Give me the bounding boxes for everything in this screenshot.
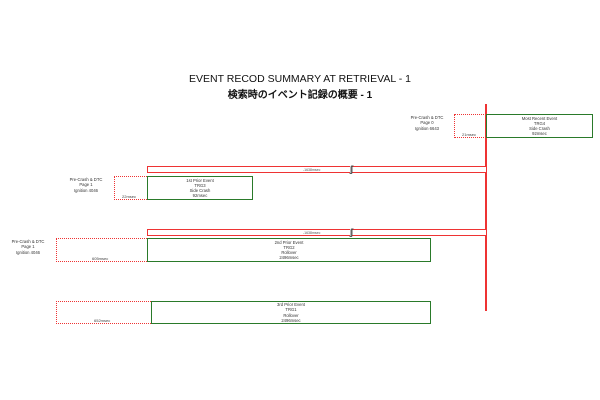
side-label-line: Ignition 6643 [415, 125, 439, 131]
side-label-line: Pre-Crash & DTC [69, 177, 103, 182]
page-title: EVENT RECOD SUMMARY AT RETRIEVAL - 1 [189, 73, 411, 85]
event-duration: 2496msec [281, 317, 301, 323]
event-3-precrash-box [56, 301, 151, 324]
event-trigger: TRG3 [194, 182, 206, 188]
side-label-line: Ignition 4046 [74, 187, 98, 193]
event-0-precrash-box [454, 114, 486, 138]
event-type: Side Crash [529, 126, 550, 131]
side-label-line: Pre-Crash & DTC [410, 115, 444, 120]
event-trigger: TRG4 [533, 120, 546, 126]
event-2-box: 2nd Prior Event TRG2 Rollover 2496msec [147, 238, 431, 262]
side-label-line: Page 0 [420, 120, 434, 126]
event-title: 3rd Prior Event [277, 302, 305, 308]
side-label-line: Ignition 4046 [16, 249, 40, 255]
event-0-pre-duration: 21msec [462, 132, 477, 137]
event-type: Side Crash [189, 188, 211, 193]
event-0-box: Most Recent Event TRG4 Side Crash 92msec [486, 114, 593, 138]
event-trigger: TRG1 [285, 307, 297, 313]
side-label-line: Page 1 [21, 244, 35, 250]
event-duration: 92msec [532, 131, 547, 137]
timeline-break-icon: ʃʃ [350, 164, 353, 174]
event-type: Rollover [283, 312, 299, 318]
event-1-side-label: Pre-Crash & DTC Page 1 Ignition 4046 [60, 177, 112, 193]
event-1-precrash-box [114, 176, 147, 200]
event-title: 2nd Prior Event [274, 239, 304, 245]
event-1-pre-duration: 22msec [122, 194, 137, 199]
event-1-gap-bar [147, 166, 487, 173]
timeline-break-icon: ʃʃ [350, 227, 353, 237]
event-title: Most Recent Event [521, 115, 558, 121]
event-2-pre-duration: 605msec [92, 256, 109, 261]
retrieval-timeline-line [485, 104, 487, 311]
event-0-side-label: Pre-Crash & DTC Page 0 Ignition 6643 [402, 115, 452, 131]
event-3-box: 3rd Prior Event TRG1 Rollover 2496msec [151, 301, 431, 324]
event-duration: 92msec [192, 193, 208, 199]
event-3-pre-duration: 652msec [94, 318, 111, 323]
page-subtitle: 検索時のイベント記録の概要 - 1 [227, 90, 373, 101]
event-2-gap-label: -1638msec [303, 230, 321, 235]
event-2-precrash-box [56, 238, 147, 262]
side-label-line: Page 1 [79, 182, 93, 188]
event-2-side-label: Pre-Crash & DTC Page 1 Ignition 4046 [2, 239, 54, 255]
event-2-gap-bar [147, 229, 487, 236]
event-type: Rollover [281, 250, 297, 255]
event-1-gap-label: -1638msec [303, 167, 321, 172]
event-trigger: TRG2 [283, 244, 295, 250]
event-duration: 2496msec [279, 255, 299, 261]
event-title: 1st Prior Event [186, 177, 214, 183]
event-1-box: 1st Prior Event TRG3 Side Crash 92msec [147, 176, 253, 200]
side-label-line: Pre-Crash & DTC [11, 239, 45, 244]
